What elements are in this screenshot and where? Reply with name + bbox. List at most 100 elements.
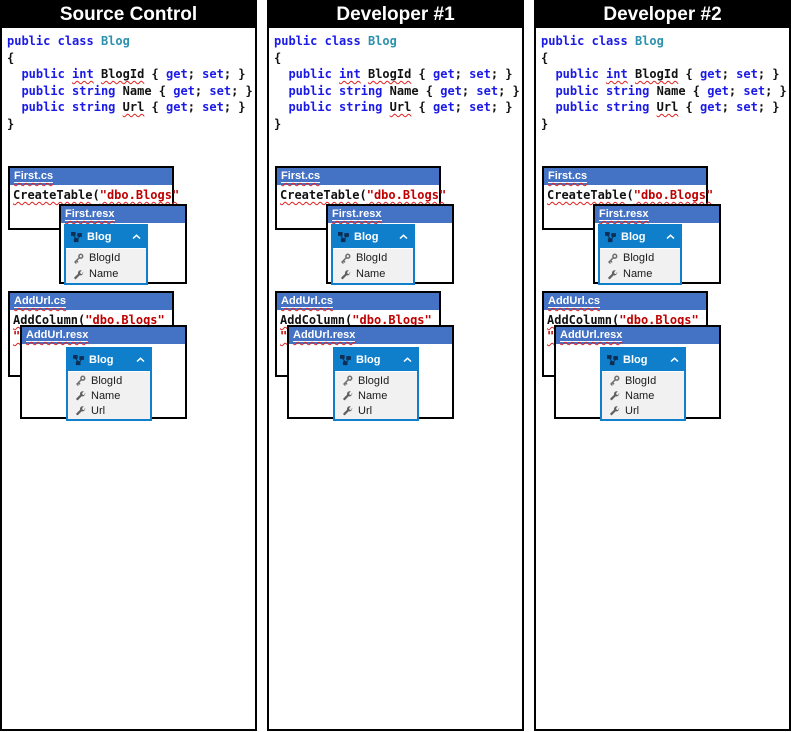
code-line: AddColumn("dbo.Blogs" bbox=[547, 312, 706, 328]
code-token: BlogId bbox=[634, 67, 679, 81]
code-token: int bbox=[72, 67, 94, 81]
code-token: public bbox=[288, 100, 332, 114]
code-token: get bbox=[433, 67, 455, 81]
code-token: ; } bbox=[223, 67, 246, 81]
code-token: Blog bbox=[634, 34, 664, 48]
chevron-up-icon[interactable] bbox=[399, 234, 408, 240]
code-token: int bbox=[339, 67, 361, 81]
code-line: public string Url { get; set; } bbox=[541, 99, 787, 116]
code-token: set bbox=[743, 83, 766, 98]
code-line: public int BlogId { get; set; } bbox=[541, 66, 787, 83]
code-token: public bbox=[555, 100, 599, 114]
code-token: "dbo.Blogs" bbox=[99, 188, 180, 202]
code-token bbox=[599, 100, 606, 114]
code-token bbox=[65, 67, 72, 81]
code-token: { bbox=[418, 83, 441, 98]
code-token: public bbox=[555, 83, 599, 98]
code-token bbox=[541, 67, 555, 81]
column-label: Url bbox=[91, 404, 106, 417]
code-token: Name bbox=[389, 83, 419, 98]
code-token bbox=[649, 100, 656, 114]
code-line: AddColumn("dbo.Blogs" bbox=[13, 312, 172, 328]
code-token bbox=[7, 100, 21, 114]
window-title: First.resx bbox=[599, 208, 649, 221]
code-token bbox=[361, 67, 368, 81]
code-token: "dbo.Blogs" bbox=[352, 313, 432, 327]
code-token: } bbox=[541, 116, 549, 131]
chevron-up-icon[interactable] bbox=[132, 234, 141, 240]
code-token: { bbox=[411, 67, 434, 81]
class-code-snippet: public class Blog { public int BlogId { … bbox=[541, 33, 787, 132]
code-token: Blog bbox=[100, 34, 130, 48]
code-token: set bbox=[469, 100, 491, 114]
code-token: "dbo.Blogs" bbox=[366, 188, 447, 202]
code-token: public bbox=[21, 83, 65, 98]
code-token: ( bbox=[92, 188, 100, 202]
column-panel: Source Control public class Blog { publi… bbox=[0, 0, 257, 731]
code-token: ( bbox=[78, 313, 86, 327]
code-token: ( bbox=[345, 313, 353, 327]
column-title: Source Control bbox=[2, 2, 255, 28]
key-icon bbox=[73, 253, 84, 264]
code-token: ; } bbox=[231, 83, 253, 98]
chevron-up-icon[interactable] bbox=[666, 234, 675, 240]
code-token: Name bbox=[122, 83, 152, 98]
window-title: First.cs bbox=[14, 170, 54, 183]
window-title-bar: AddUrl.resx bbox=[556, 327, 719, 344]
code-line: public class Blog bbox=[541, 33, 787, 50]
window-title: First.cs bbox=[548, 170, 588, 183]
window-title-bar: First.cs bbox=[277, 168, 439, 185]
code-token bbox=[332, 84, 339, 98]
code-token: public bbox=[7, 34, 51, 48]
code-token: get bbox=[700, 67, 722, 81]
column-label: BlogId bbox=[356, 252, 388, 264]
code-token: ; } bbox=[757, 67, 780, 81]
code-line: public string Url { get; set; } bbox=[7, 99, 253, 116]
code-token: get bbox=[700, 100, 722, 114]
entity-row: Name bbox=[602, 388, 684, 403]
code-token: } bbox=[274, 116, 282, 131]
entity-table-header: Blog bbox=[600, 226, 680, 248]
code-token: Url bbox=[122, 100, 145, 114]
entity-table-header: Blog bbox=[602, 349, 684, 371]
code-token: Name bbox=[656, 83, 686, 98]
code-token bbox=[65, 84, 72, 98]
entity-row: Name bbox=[333, 266, 413, 282]
chevron-up-icon[interactable] bbox=[670, 357, 679, 363]
code-token: string bbox=[72, 100, 116, 114]
code-token: { bbox=[541, 50, 549, 65]
code-token: "dbo.Blogs" bbox=[619, 313, 699, 327]
code-token: { bbox=[685, 83, 708, 98]
window-title-bar: First.cs bbox=[544, 168, 706, 185]
code-line: CreateTable("dbo.Blogs" bbox=[547, 187, 713, 203]
wrench-icon bbox=[609, 405, 620, 416]
code-token: string bbox=[606, 83, 650, 98]
code-token bbox=[115, 100, 122, 114]
entity-icon bbox=[605, 231, 616, 243]
code-token: Url bbox=[656, 100, 679, 114]
code-line: { bbox=[274, 50, 520, 67]
code-token: get bbox=[166, 67, 188, 81]
chevron-up-icon[interactable] bbox=[136, 357, 145, 363]
code-token: string bbox=[339, 100, 383, 114]
entity-row: Name bbox=[66, 266, 146, 282]
code-token bbox=[274, 84, 288, 98]
code-token: "dbo.Blogs" bbox=[85, 313, 165, 327]
chevron-up-icon[interactable] bbox=[403, 357, 412, 363]
entity-row: Name bbox=[68, 388, 150, 403]
code-token: ( bbox=[626, 188, 634, 202]
code-token: string bbox=[339, 83, 383, 98]
entity-row: BlogId bbox=[66, 250, 146, 266]
entity-row: BlogId bbox=[68, 373, 150, 388]
code-token: set bbox=[736, 100, 758, 114]
code-token: CreateTable bbox=[280, 188, 360, 202]
